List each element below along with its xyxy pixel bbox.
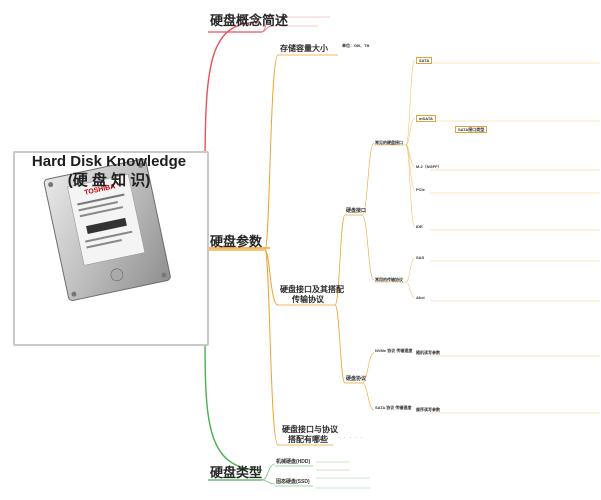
branch-concept[interactable]: 硬盘概念简述 (210, 13, 289, 28)
connector-ssd (261, 479, 276, 485)
node-capacity[interactable]: 存储容量大小 (280, 44, 328, 53)
connector-nvme (361, 352, 375, 384)
branch-types[interactable]: 硬盘类型 (210, 465, 263, 480)
node-interfaces[interactable]: 硬盘接口 (346, 208, 367, 214)
connector-types (204, 329, 263, 471)
node-interface-protocol-l1[interactable]: 硬盘接口及其搭配 (280, 285, 344, 294)
connector-combo (264, 249, 279, 446)
item-msata[interactable]: mSATA (416, 115, 436, 122)
hard-drive-image: TOSHIBA (43, 158, 171, 302)
connector-to-interfaces (334, 214, 346, 306)
concept-leaf-lines (273, 16, 330, 27)
node-nvme-speed[interactable]: NVMe 协议 传输速度 (375, 348, 413, 353)
item-random-rw[interactable]: 随机读写参数 (416, 350, 440, 355)
fan-protocol (405, 257, 416, 299)
type-leaf-lines (316, 461, 370, 489)
branch-params[interactable]: 硬盘参数 (210, 234, 263, 249)
fan-common (405, 59, 416, 228)
item-pcie[interactable]: PCIe (416, 187, 425, 192)
root-title-line1: Hard Disk Knowledge (31, 153, 187, 170)
item-ide[interactable]: IDE (416, 224, 423, 229)
item-sas[interactable]: SAS (416, 255, 425, 260)
node-ssd[interactable]: 固态硬盘(SSD) (276, 479, 310, 485)
connector-concept-leaf2 (261, 25, 273, 33)
node-combo-l1[interactable]: 硬盘接口与协议 (282, 425, 338, 434)
connector-sata-speed (361, 382, 375, 411)
node-protocol[interactable]: 硬盘协议 (346, 376, 367, 382)
node-sata-speed[interactable]: SATA 协议 传输速度 (375, 405, 412, 410)
connector-protocol-common (361, 214, 375, 281)
item-sequential-rw[interactable]: 顺序读写参数 (416, 407, 440, 412)
item-m2[interactable]: M.2（NGFF） (416, 164, 442, 169)
leaf-capacity-units: 单位：GB、TB (342, 43, 370, 48)
connector-common (361, 142, 375, 216)
item-sata-type[interactable]: SATA接口类型 (455, 126, 488, 133)
connector-interface (264, 249, 279, 306)
connector-to-protocol (334, 304, 346, 384)
leaf-lines (430, 62, 600, 414)
node-hdd[interactable]: 机械硬盘(HDD) (276, 459, 311, 465)
node-combo-l2[interactable]: 搭配有哪些 (288, 435, 328, 444)
node-common-interfaces[interactable]: 常见的硬盘接口 (375, 140, 403, 145)
root-title-line2: (硬 盘 知 识) (67, 172, 151, 189)
item-sata[interactable]: SATA (416, 57, 433, 64)
connector-concept (204, 21, 261, 171)
node-interface-protocol-l2[interactable]: 传输协议 (292, 295, 324, 304)
node-common-protocols[interactable]: 常用的传输协议 (375, 277, 403, 282)
connector-capacity (264, 54, 279, 251)
connector-hdd (261, 463, 276, 481)
item-ahci[interactable]: Ahci (416, 295, 425, 300)
root-node[interactable]: TOSHIBA (13, 151, 209, 346)
combo-more-dots: · · · · · (338, 435, 364, 441)
